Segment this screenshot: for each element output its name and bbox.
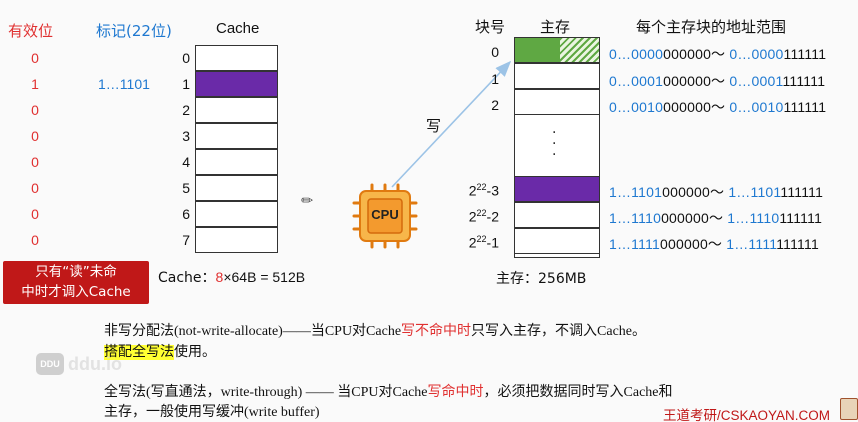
block-number: 222-3 — [468, 182, 499, 199]
cache-line-number: 2 — [182, 102, 190, 118]
memory-block-n2 — [514, 202, 600, 228]
main-memory-size: 主存：256MB — [496, 271, 587, 287]
address-range: 1…1110000000～ 1…1110111111 — [609, 210, 823, 226]
cache-size-label: Cache： — [158, 270, 216, 286]
memory-block-n1 — [514, 228, 600, 254]
cache-line-cell — [195, 227, 278, 253]
write-through-line-2: 主存，一般使用写缓冲(write buffer) — [104, 405, 320, 420]
callout-pointer — [130, 262, 144, 272]
block-number: 0 — [491, 44, 499, 60]
address-range: 0…0000000000～ 0…0000111111 — [609, 46, 827, 62]
cache-line-number: 7 — [182, 232, 190, 248]
cache-line-number: 1 — [182, 76, 190, 92]
cache-line-number: 6 — [182, 206, 190, 222]
valid-bit-3: 0 — [31, 128, 39, 144]
no-write-allocate-note: 搭配全写法使用。 — [104, 345, 216, 360]
memory-block-1 — [514, 63, 600, 89]
cache-line-count: 8 — [215, 269, 224, 285]
tag-header: 标记(22位) — [96, 22, 172, 40]
cache-line-cell — [195, 149, 278, 175]
cache-line-number: 4 — [182, 154, 190, 170]
cache-line-cell-filled — [195, 71, 278, 97]
watermark-logo-icon: DDU — [36, 353, 64, 375]
valid-bit-1: 1 — [31, 76, 39, 92]
memory-block-0-hatched — [560, 38, 599, 62]
cache-line-cell — [195, 201, 278, 227]
memory-ellipsis: · · · — [552, 125, 557, 163]
callout-line-1: 只有“读”未命 — [35, 264, 117, 280]
address-range: 1…1111000000～ 1…1111111111 — [609, 236, 819, 252]
address-range: 0…0010000000～ 0…0010111111 — [609, 99, 827, 115]
valid-bit-6: 0 — [31, 206, 39, 222]
address-range: 1…1101000000～ 1…1101111111 — [609, 184, 824, 200]
highlighted-phrase: 搭配全写法 — [104, 345, 174, 360]
valid-bit-header: 有效位 — [8, 22, 54, 40]
cache-header: Cache — [216, 20, 260, 37]
block-number: 222-2 — [468, 208, 499, 225]
valid-bit-4: 0 — [31, 154, 39, 170]
address-range-header: 每个主存块的地址范围 — [636, 18, 787, 36]
cache-size-line: Cache：8×64B = 512B — [158, 267, 305, 287]
valid-bit-2: 0 — [31, 102, 39, 118]
address-range: 0…0001000000～ 0…0001111111 — [609, 73, 826, 89]
block-number: 1 — [491, 71, 499, 87]
block-number-header: 块号 — [475, 18, 506, 36]
memory-block-2 — [514, 89, 600, 115]
no-write-allocate-line: 非写分配法(not-write-allocate)——当CPU对Cache写不命… — [104, 324, 647, 339]
valid-bit-5: 0 — [31, 180, 39, 196]
cpu-icon: CPU — [350, 181, 420, 251]
footer-brand: 王道考研/CSKAOYAN.COM — [663, 408, 831, 422]
cache-line-cell — [195, 45, 278, 71]
cache-line-number: 3 — [182, 128, 190, 144]
callout-note: 只有“读”未命 中时才调入Cache — [3, 261, 149, 304]
cache-line-number: 5 — [182, 180, 190, 196]
write-label: 写 — [426, 117, 442, 135]
cache-line-cell — [195, 97, 278, 123]
write-through-line: 全写法(写直通法，write-through) —— 当CPU对Cache写命中… — [104, 385, 673, 400]
cache-line-number: 0 — [182, 50, 190, 66]
tag-value: 1…1101 — [98, 76, 150, 92]
watermark-text: ddu.io — [68, 354, 122, 374]
cache-line-cell — [195, 123, 278, 149]
block-number: 222-1 — [468, 234, 499, 251]
cpu-label: CPU — [371, 207, 399, 222]
block-number: 2 — [491, 97, 499, 113]
cache-size-rest: ×64B = 512B — [223, 269, 306, 285]
valid-bit-0: 0 — [31, 50, 39, 66]
mascot-icon — [840, 398, 858, 420]
valid-bit-7: 0 — [31, 232, 39, 248]
memory-block-n3 — [514, 176, 600, 202]
callout-line-2: 中时才调入Cache — [21, 284, 131, 300]
main-memory-header: 主存 — [540, 18, 571, 36]
cache-line-cell — [195, 175, 278, 201]
